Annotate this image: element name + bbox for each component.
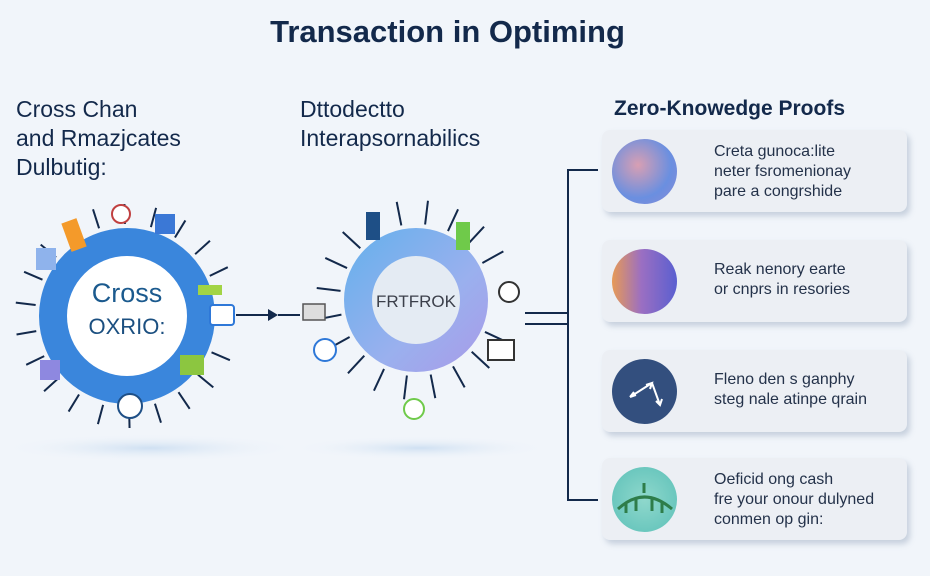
node-icon <box>456 222 470 250</box>
floor-shadow <box>0 434 300 462</box>
node-icon <box>313 338 337 362</box>
hub-label: Cross <box>92 278 163 308</box>
zk-card: Oeficid ong cash fre your onour dulyned … <box>602 458 907 540</box>
node-icon <box>209 304 235 326</box>
node-icon <box>180 355 204 375</box>
card-text: or cnprs in resories <box>714 281 851 298</box>
spoke-line <box>347 355 366 374</box>
node-icon <box>487 339 515 361</box>
tree-glyph <box>616 483 673 513</box>
arrows-glyph <box>629 381 663 407</box>
spoke-line <box>316 287 341 292</box>
spoke-line <box>342 231 361 250</box>
cross-chain-hub <box>67 256 187 376</box>
card-text: steg nale atinpe qrain <box>714 391 867 408</box>
cross-chain-title: Cross Chan and Rmazjcates Dulbutig: <box>16 95 181 182</box>
spoke-line <box>92 208 101 229</box>
card-text: Creta gunoca:lite <box>714 143 835 160</box>
hub-label: FRTFROK <box>376 292 457 311</box>
spoke-line <box>211 351 231 362</box>
node-icon <box>403 398 425 420</box>
card-text: neter fsromenionay <box>714 163 851 180</box>
spoke-line <box>43 377 60 392</box>
spoke-line <box>395 201 403 226</box>
spoke-line <box>149 207 158 228</box>
node-icon <box>117 393 143 419</box>
spoke-line <box>16 330 37 336</box>
title-line: Dulbutig: <box>16 154 107 180</box>
spoke-line <box>466 226 485 245</box>
card-text: Oeficid ong cash <box>714 471 834 488</box>
title-line: and Rmazjcates <box>16 125 181 151</box>
node-icon <box>302 303 326 321</box>
arrows-icon <box>612 359 677 424</box>
node-icon <box>155 214 175 234</box>
bracket-connector <box>567 169 598 501</box>
spoke-line <box>25 355 45 366</box>
abstract-stairs-icon <box>612 249 677 314</box>
spoke-line <box>194 240 211 255</box>
zk-title: Zero-Knowedge Proofs <box>614 97 846 120</box>
spoke-line <box>403 375 408 400</box>
spoke-line <box>447 208 459 232</box>
zk-card: Fleno den s ganphy steg nale atinpe qrai… <box>602 350 907 432</box>
interoperability-title: Dttodectto Interapsornabilics <box>300 95 480 153</box>
spoke-line <box>424 200 429 225</box>
zk-card: Reak nenory earte or cnprs in resories <box>602 240 907 322</box>
node-icon <box>366 212 380 240</box>
node-icon <box>40 360 60 380</box>
spoke-line <box>373 368 385 392</box>
floor-shadow <box>290 436 550 460</box>
card-text: Reak nenory earte <box>714 261 846 278</box>
spoke-line <box>481 250 504 264</box>
page-title: Transaction in Optiming <box>270 14 625 49</box>
card-text: conmen op gin: <box>714 511 824 528</box>
network-tree-icon <box>612 467 677 532</box>
node-icon <box>498 281 520 303</box>
card-text: pare a congrshide <box>714 183 843 200</box>
interop-hub <box>372 256 460 344</box>
arrow-head-icon <box>268 309 278 321</box>
spoke-line <box>174 219 187 239</box>
node-icon <box>61 218 87 252</box>
hub-label: OXRIO: <box>88 314 165 339</box>
spoke-line <box>324 257 348 269</box>
node-icons <box>36 204 520 420</box>
spoke-line <box>209 266 229 277</box>
spoke-line <box>452 365 466 388</box>
spoke-line <box>177 391 191 410</box>
spoke-line <box>197 373 214 389</box>
title-line: Interapsornabilics <box>300 125 481 151</box>
spoke-line <box>15 301 36 306</box>
title-line: Cross Chan <box>16 96 138 122</box>
node-icon <box>198 285 222 295</box>
spoke-line <box>23 270 43 281</box>
spoke-line <box>96 404 105 425</box>
card-text: Fleno den s ganphy <box>714 371 855 388</box>
spoke-line <box>67 393 80 413</box>
spoke-line <box>471 350 490 369</box>
node-icon <box>111 204 131 224</box>
spoke-line <box>153 403 162 424</box>
middle-spokes <box>316 200 508 400</box>
zk-card: Creta gunoca:lite neter fsromenionay par… <box>602 130 907 212</box>
spoke-line <box>429 374 437 399</box>
card-text: fre your onour dulyned <box>714 491 875 508</box>
title-line: Dttodectto <box>300 96 405 122</box>
node-icon <box>36 248 56 270</box>
abstract-wave-icon <box>612 139 677 204</box>
